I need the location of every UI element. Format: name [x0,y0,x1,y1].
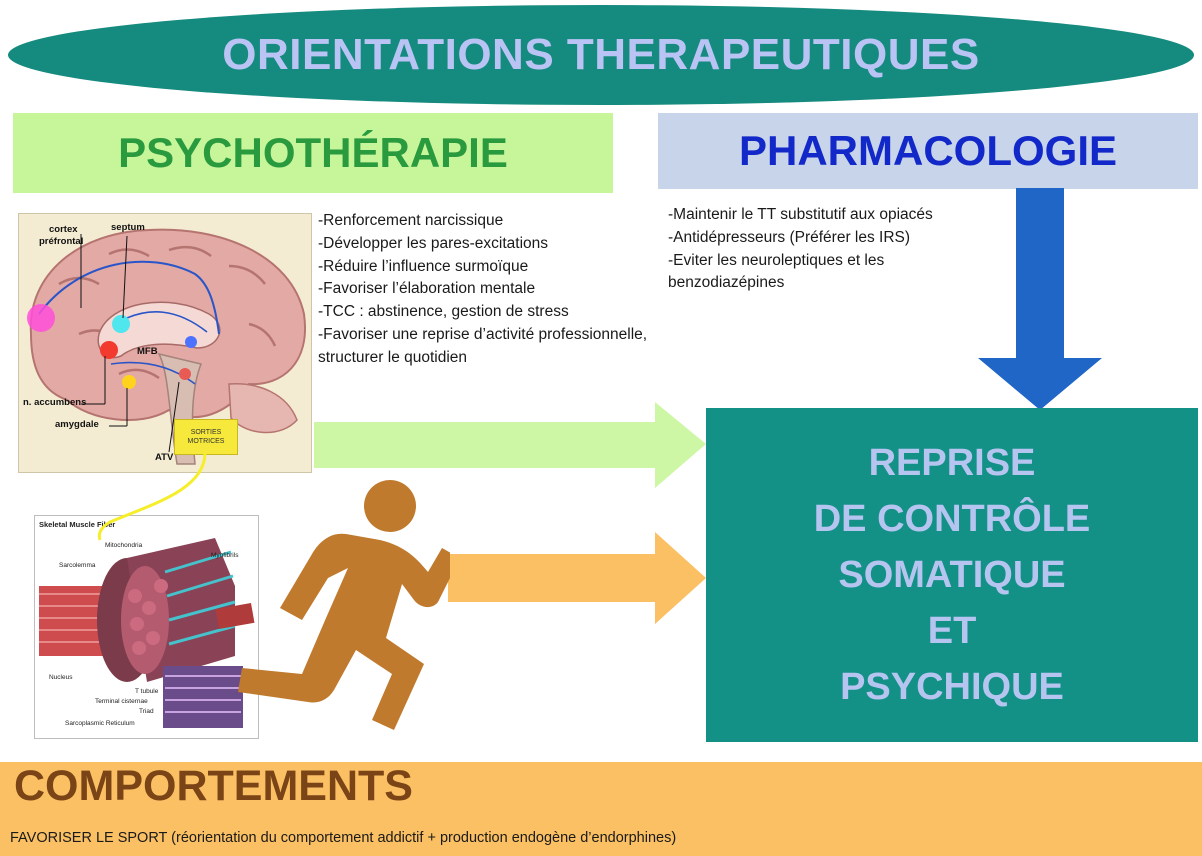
pharmacologie-header: PHARMACOLOGIE [658,113,1198,189]
brain-label-septum: septum [111,222,145,233]
brain-label-mfb: MFB [137,346,158,357]
pharmacologie-list: -Maintenir le TT substitutif aux opiacés… [668,204,933,295]
comportements-heading: COMPORTEMENTS [14,762,413,810]
psychotherapie-heading: PSYCHOTHÉRAPIE [118,129,508,176]
sorties-motrices-box: SORTIES MOTRICES [174,419,238,455]
brain-label-accumbens: n. accumbens [23,397,87,408]
brain-label-cortex: cortex [49,224,78,235]
list-item: -Développer les pares-excitations [318,234,549,252]
list-item: -Antidépresseurs (Préférer les IRS) [668,228,911,246]
list-item: -Eviter les neuroleptiques et les [668,251,885,269]
muscle-title: Skeletal Muscle Fiber [39,520,116,529]
result-line: SOMATIQUE [838,554,1066,596]
list-item: structurer le quotidien [318,348,468,366]
muscle-label-terminal-cisternae: Terminal cisternae [95,698,148,705]
brain-label-atv: ATV [155,452,174,463]
result-line: ET [927,610,977,652]
muscle-label-sarcolemma: Sarcolemma [59,562,96,569]
sorties-label: SORTIES [190,429,222,436]
list-item: benzodiazépines [668,274,785,292]
brain-label-amygdale: amygdale [55,419,99,430]
brain-image: cortex préfrontal septum MFB n. accumben… [18,213,312,473]
psychotherapie-list: -Renforcement narcissique -Développer le… [318,210,647,370]
page-title: ORIENTATIONS THERAPEUTIQUES [222,30,980,79]
muscle-label-mitochondria: Mitochondria [105,542,143,549]
list-item: -Renforcement narcissique [318,212,504,229]
brain-illustration [27,228,307,465]
running-person-icon [238,480,450,730]
result-line: REPRISE [868,442,1036,484]
muscle-label-myofibrils: Myofibrils [211,552,239,559]
motrices-label: MOTRICES [187,438,225,445]
muscle-fiber-image: Skeletal Muscle Fiber Mitochondria Myofi… [34,515,259,739]
muscle-label-t-tubule: T tubule [135,688,159,695]
list-item: -Réduire l’influence surmoïque [318,257,529,275]
list-item: -Favoriser l’élaboration mentale [318,280,536,298]
muscle-label-sarcoplasmic-reticulum: Sarcoplasmic Reticulum [65,720,135,727]
brain-label-prefrontal: préfrontal [39,236,84,247]
result-line: DE CONTRÔLE [813,498,1091,540]
comportements-text: FAVORISER LE SPORT (réorientation du com… [10,830,677,846]
arrow-right-icon [448,532,706,624]
arrow-right-icon [314,402,706,488]
result-box: REPRISE DE CONTRÔLE SOMATIQUE ET PSYCHIQ… [706,408,1198,742]
title-banner: ORIENTATIONS THERAPEUTIQUES [8,5,1194,105]
list-item: -Favoriser une reprise d’activité profes… [318,325,648,343]
psychotherapie-header: PSYCHOTHÉRAPIE [13,113,613,193]
comportements-panel: COMPORTEMENTS FAVORISER LE SPORT (réorie… [0,762,1202,856]
muscle-label-triad: Triad [139,708,154,715]
pharmacologie-heading: PHARMACOLOGIE [739,127,1117,174]
list-item: -TCC : abstinence, gestion de stress [318,303,569,321]
muscle-label-nucleus: Nucleus [49,674,73,681]
arrow-down-icon [978,188,1102,410]
list-item: -Maintenir le TT substitutif aux opiacés [668,206,933,223]
result-line: PSYCHIQUE [840,666,1064,708]
muscle-illustration [39,538,255,728]
